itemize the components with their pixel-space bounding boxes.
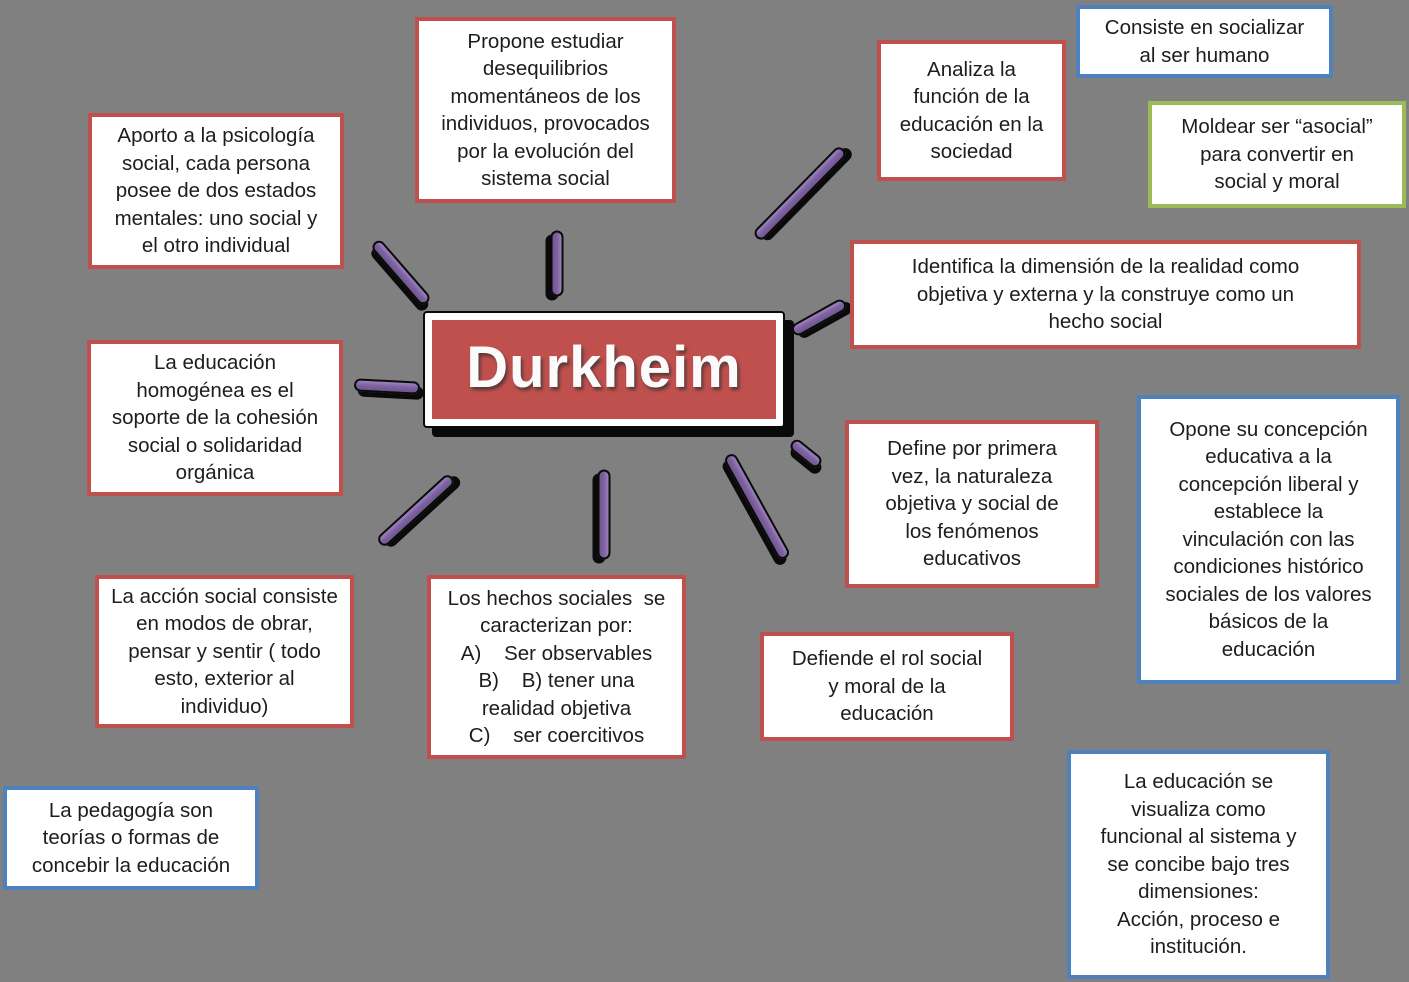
node-text: Moldear ser “asocial” para convertir en … [1181,115,1373,194]
center-title: Durkheim [466,335,742,400]
node-text: Los hechos sociales se caracterizan por:… [447,586,666,748]
node-consiste-socializar: Consiste en socializar al ser humano [1076,5,1333,78]
node-text: La acción social consiste en modos de ob… [111,584,338,718]
spoke-left [353,378,421,395]
node-hechos-sociales: Los hechos sociales se caracterizan por:… [427,575,686,759]
node-defiende-rol: Defiende el rol social y moral de la edu… [760,632,1014,741]
spoke-top-right [751,144,849,243]
durkheim-center-fill: Durkheim [432,320,776,419]
node-text: Analiza la función de la educación en la… [899,57,1044,164]
node-text: Identifica la dimensión de la realidad c… [911,255,1300,334]
node-educacion-funcional: La educación se visualiza como funcional… [1067,750,1330,979]
node-analiza-funcion: Analiza la función de la educación en la… [877,40,1066,181]
spoke-bottom-right [722,451,792,562]
spoke-top-left [369,238,433,307]
node-text: Propone estudiar desequilibrios momentán… [441,29,650,191]
durkheim-center-node: Durkheim [423,311,785,428]
node-moldear-asocial: Moldear ser “asocial” para convertir en … [1148,101,1406,208]
node-define-naturaleza: Define por primera vez, la naturaleza ob… [845,420,1099,588]
node-aporto-psicologia: Aporto a la psicología social, cada pers… [88,113,344,269]
spoke-top [550,230,564,297]
node-pedagogia-teorias: La pedagogía son teorías o formas de con… [3,786,259,890]
spoke-bottom-left [375,472,457,549]
node-educacion-homogenea: La educación homogénea es el soporte de … [87,340,343,496]
node-identifica-dimension: Identifica la dimensión de la realidad c… [850,240,1361,349]
spoke-bottom [597,469,611,560]
node-text: La educación homogénea es el soporte de … [111,351,319,485]
node-text: Opone su concepción educativa a la conce… [1165,417,1372,661]
node-opone-concepcion: Opone su concepción educativa a la conce… [1137,395,1400,684]
spoke-right-short [787,437,825,470]
node-text: Aporto a la psicología social, cada pers… [114,124,318,258]
node-text: La educación se visualiza como funcional… [1100,770,1297,959]
node-text: Define por primera vez, la naturaleza ob… [885,437,1059,571]
node-text: La pedagogía son teorías o formas de con… [31,798,231,877]
node-text: Consiste en socializar al ser humano [1104,16,1305,67]
node-text: Defiende el rol social y moral de la edu… [791,647,983,726]
node-accion-social: La acción social consiste en modos de ob… [95,575,354,728]
node-propone-estudiar: Propone estudiar desequilibrios momentán… [415,17,676,203]
spoke-right-upper [789,297,849,338]
